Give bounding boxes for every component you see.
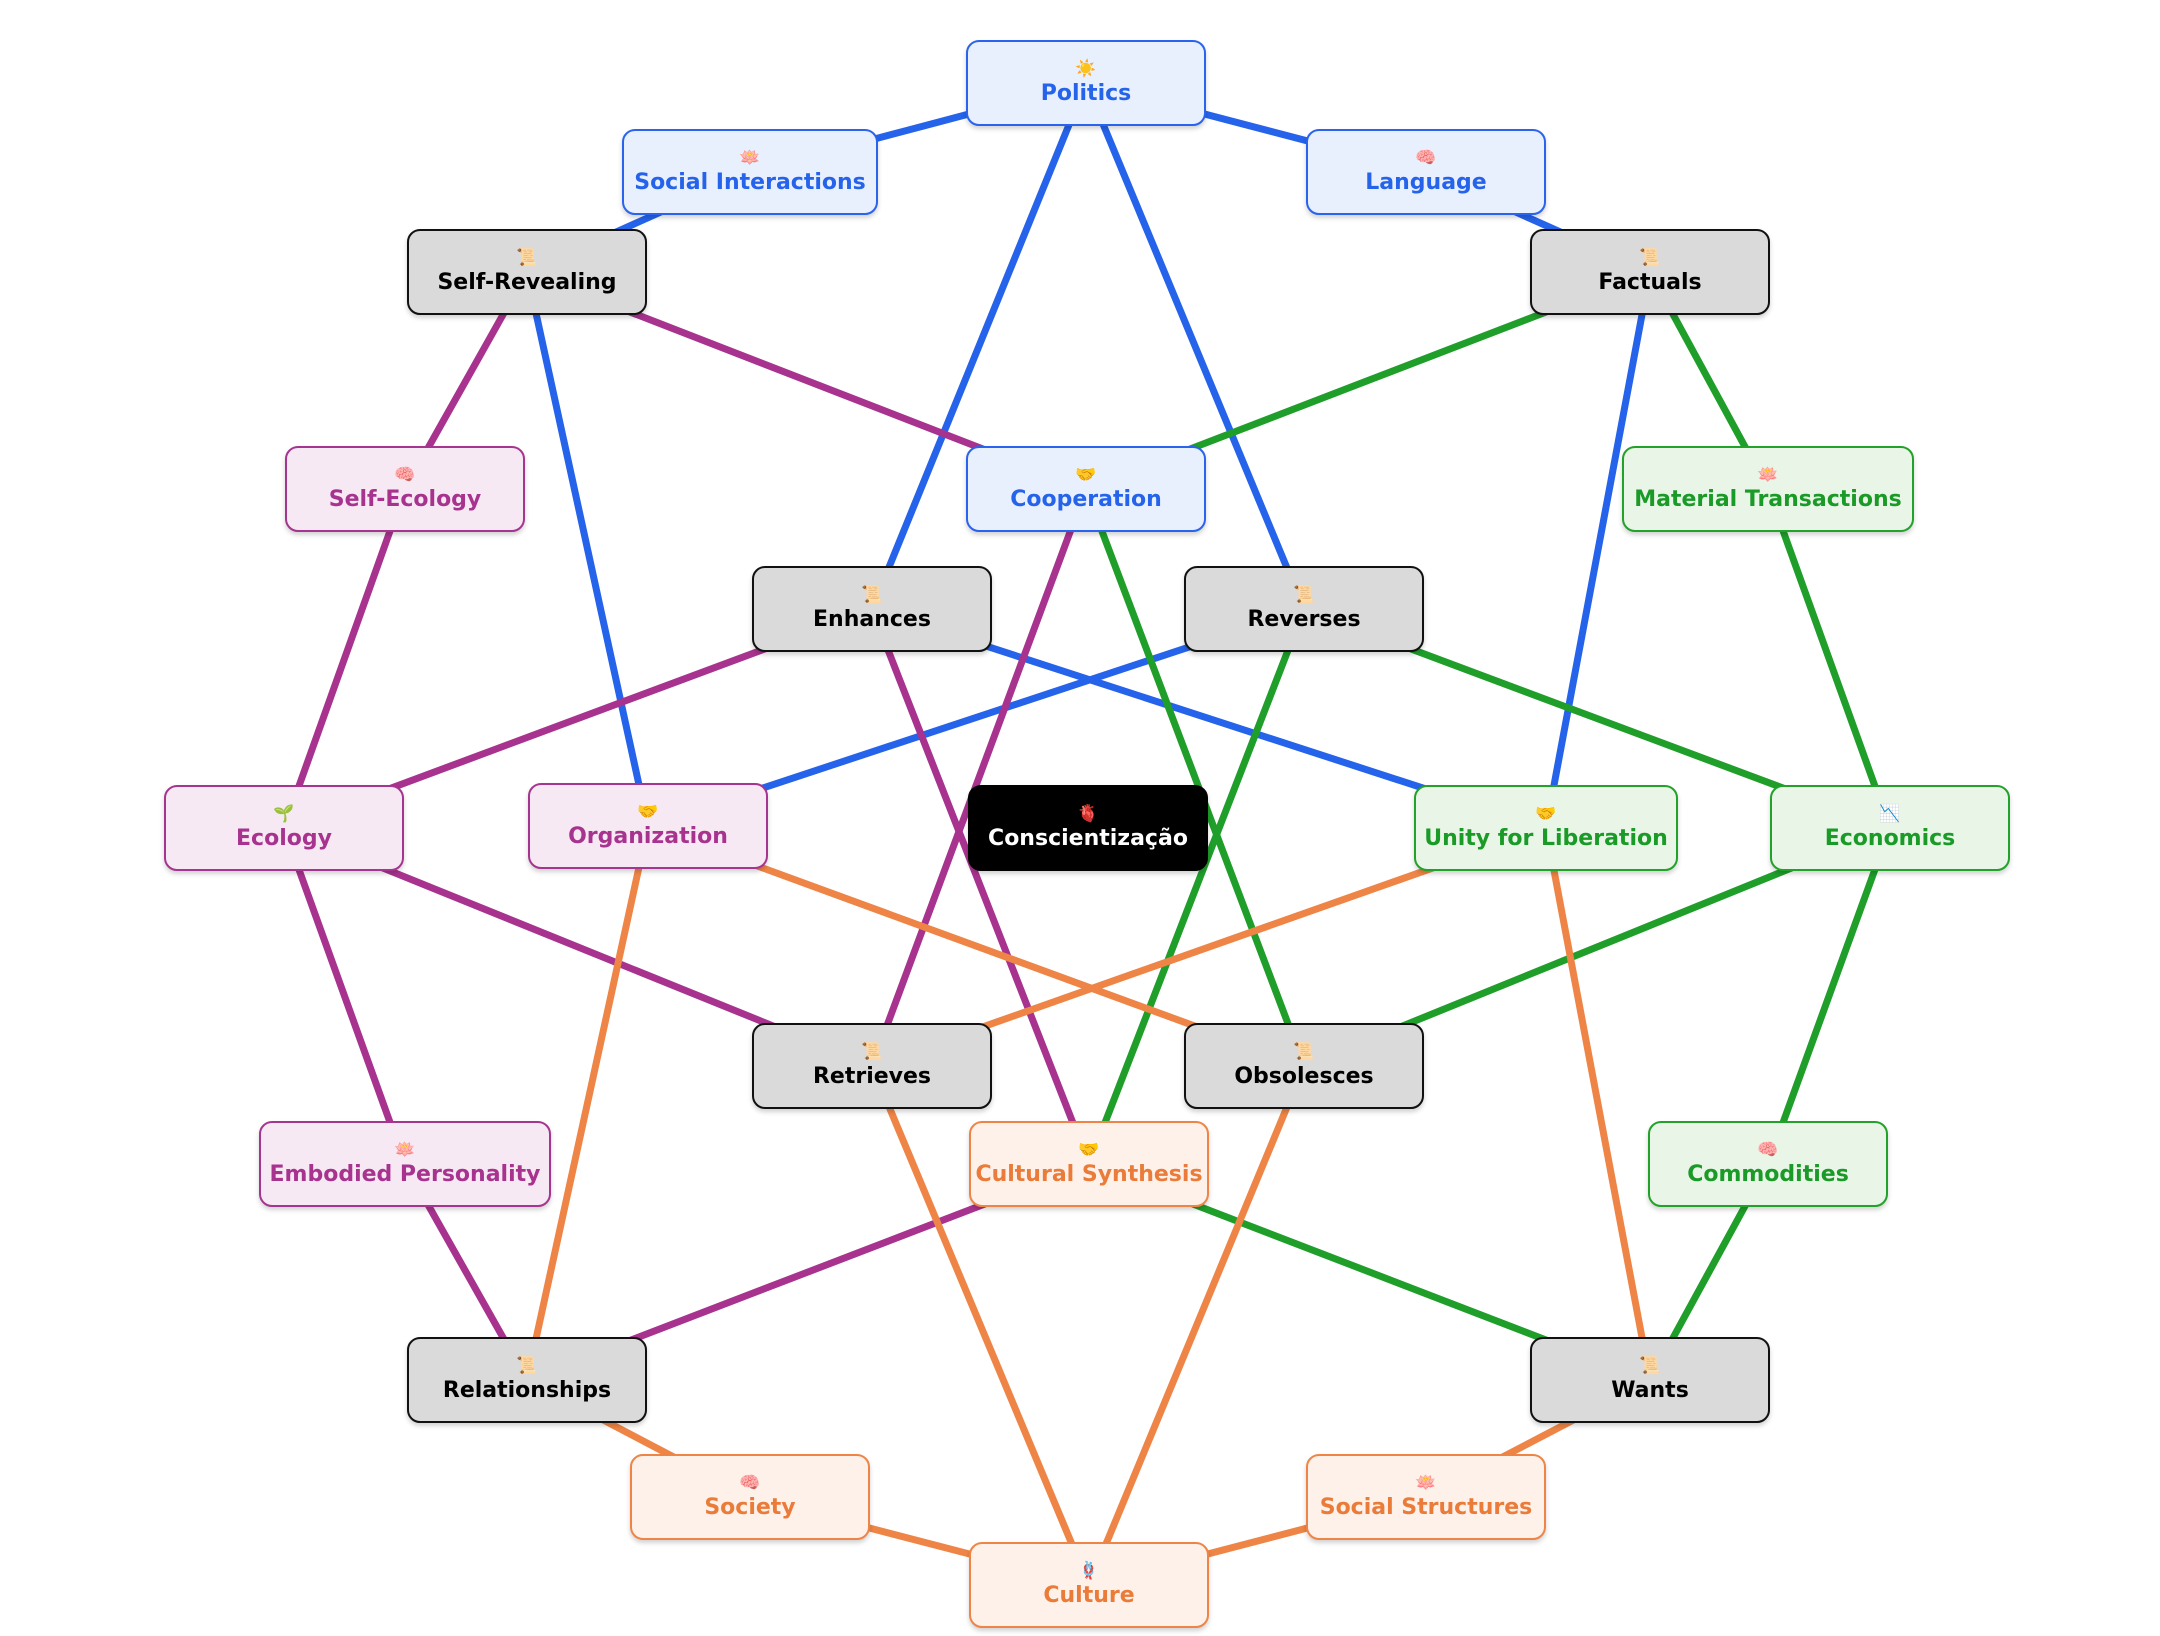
node-label: Self-Revealing <box>437 270 617 295</box>
brain-icon: 🧠 <box>1415 148 1437 167</box>
node-label: Cooperation <box>1010 487 1162 512</box>
node-self-revealing[interactable]: 📜 Self-Revealing <box>407 229 647 315</box>
handshake-icon: 🤝 <box>1078 1140 1100 1159</box>
node-cooperation[interactable]: 🤝 Cooperation <box>966 446 1206 532</box>
node-culture[interactable]: 🪢 Culture <box>969 1542 1209 1628</box>
node-label: Ecology <box>236 826 332 851</box>
scroll-icon: 📜 <box>861 1042 883 1061</box>
handshake-icon: 🤝 <box>637 802 659 821</box>
edge-material-transactions-to-economics <box>1764 485 1894 832</box>
scroll-icon: 📜 <box>1293 1042 1315 1061</box>
edge-enhances-to-cultural-synthesis <box>868 605 1093 1168</box>
node-ecology[interactable]: 🌱 Ecology <box>164 785 404 871</box>
lotus-icon: 🪷 <box>1415 1473 1437 1492</box>
sun-icon: ☀️ <box>1075 59 1097 78</box>
node-label: Embodied Personality <box>269 1162 541 1187</box>
node-label: Wants <box>1611 1378 1689 1403</box>
edge-self-revealing-to-organization <box>523 268 652 830</box>
node-label: Obsolesces <box>1234 1064 1374 1089</box>
node-enhances[interactable]: 📜 Enhances <box>752 566 992 652</box>
node-factuals[interactable]: 📜 Factuals <box>1530 229 1770 315</box>
lotus-icon: 🪷 <box>1757 465 1779 484</box>
brain-icon: 🧠 <box>394 465 416 484</box>
node-economics[interactable]: 📉 Economics <box>1770 785 2010 871</box>
brain-icon: 🧠 <box>739 1473 761 1492</box>
lotus-icon: 🪷 <box>739 148 761 167</box>
node-label: Politics <box>1040 81 1132 106</box>
seedling-icon: 🌱 <box>273 804 295 823</box>
node-label: Economics <box>1824 826 1956 851</box>
edge-factuals-to-unity <box>1542 268 1654 832</box>
node-label: Conscientização <box>988 826 1188 851</box>
lotus-icon: 🪷 <box>394 1140 416 1159</box>
edge-ecology-to-embodied-personality <box>280 824 409 1168</box>
node-label: Unity for Liberation <box>1424 826 1668 851</box>
node-wants[interactable]: 📜 Wants <box>1530 1337 1770 1423</box>
scroll-icon: 📜 <box>1293 585 1315 604</box>
node-obsolesces[interactable]: 📜 Obsolesces <box>1184 1023 1424 1109</box>
node-label: Society <box>704 1495 796 1520</box>
node-unity[interactable]: 🤝 Unity for Liberation <box>1414 785 1678 871</box>
knot-icon: 🪢 <box>1078 1561 1100 1580</box>
edge-reverses-to-cultural-synthesis <box>1085 605 1308 1168</box>
edge-cooperation-to-obsolesces <box>1082 485 1308 1070</box>
node-society[interactable]: 🧠 Society <box>630 1454 870 1540</box>
node-politics[interactable]: ☀️ Politics <box>966 40 1206 126</box>
edge-unity-to-wants <box>1542 824 1654 1384</box>
node-cultural-synthesis[interactable]: 🤝 Cultural Synthesis <box>969 1121 1209 1207</box>
scroll-icon: 📜 <box>1639 248 1661 267</box>
node-label: Enhances <box>813 607 931 632</box>
handshake-icon: 🤝 <box>1535 804 1557 823</box>
edge-cooperation-to-retrieves <box>868 485 1090 1070</box>
node-label: Commodities <box>1687 1162 1849 1187</box>
node-label: Cultural Synthesis <box>975 1162 1203 1187</box>
node-material-transactions[interactable]: 🪷 Material Transactions <box>1622 446 1914 532</box>
node-conscientizacao[interactable]: 🫀 Conscientização <box>968 785 1208 871</box>
brain-icon: 🧠 <box>1757 1140 1779 1159</box>
node-commodities[interactable]: 🧠 Commodities <box>1648 1121 1888 1207</box>
scroll-icon: 📜 <box>1639 1356 1661 1375</box>
node-social-interactions[interactable]: 🪷 Social Interactions <box>622 129 878 215</box>
node-retrieves[interactable]: 📜 Retrieves <box>752 1023 992 1109</box>
node-label: Factuals <box>1598 270 1702 295</box>
node-self-ecology[interactable]: 🧠 Self-Ecology <box>285 446 525 532</box>
scroll-icon: 📜 <box>516 248 538 267</box>
node-label: Social Interactions <box>634 170 866 195</box>
anatomical-heart-icon: 🫀 <box>1077 804 1099 823</box>
edge-politics-to-enhances <box>868 79 1090 613</box>
scroll-icon: 📜 <box>516 1356 538 1375</box>
edge-obsolesces-to-culture <box>1085 1062 1308 1589</box>
node-label: Culture <box>1043 1583 1135 1608</box>
node-reverses[interactable]: 📜 Reverses <box>1184 566 1424 652</box>
node-embodied-personality[interactable]: 🪷 Embodied Personality <box>259 1121 551 1207</box>
node-label: Reverses <box>1247 607 1361 632</box>
node-label: Material Transactions <box>1634 487 1902 512</box>
edge-economics-to-commodities <box>1764 824 1894 1168</box>
edge-politics-to-reverses <box>1082 79 1308 613</box>
node-social-structures[interactable]: 🪷 Social Structures <box>1306 1454 1546 1540</box>
node-organization[interactable]: 🤝 Organization <box>528 783 768 869</box>
edge-organization-to-relationships <box>523 822 652 1384</box>
handshake-icon: 🤝 <box>1075 465 1097 484</box>
node-label: Retrieves <box>812 1064 932 1089</box>
edge-retrieves-to-culture <box>868 1062 1093 1589</box>
node-label: Social Structures <box>1319 1495 1533 1520</box>
node-label: Language <box>1365 170 1487 195</box>
node-label: Self-Ecology <box>328 487 482 512</box>
node-label: Relationships <box>442 1378 612 1403</box>
node-language[interactable]: 🧠 Language <box>1306 129 1546 215</box>
chart-decreasing-icon: 📉 <box>1879 804 1901 823</box>
scroll-icon: 📜 <box>861 585 883 604</box>
node-label: Organization <box>568 824 728 849</box>
edge-self-ecology-to-ecology <box>280 485 409 832</box>
node-relationships[interactable]: 📜 Relationships <box>407 1337 647 1423</box>
